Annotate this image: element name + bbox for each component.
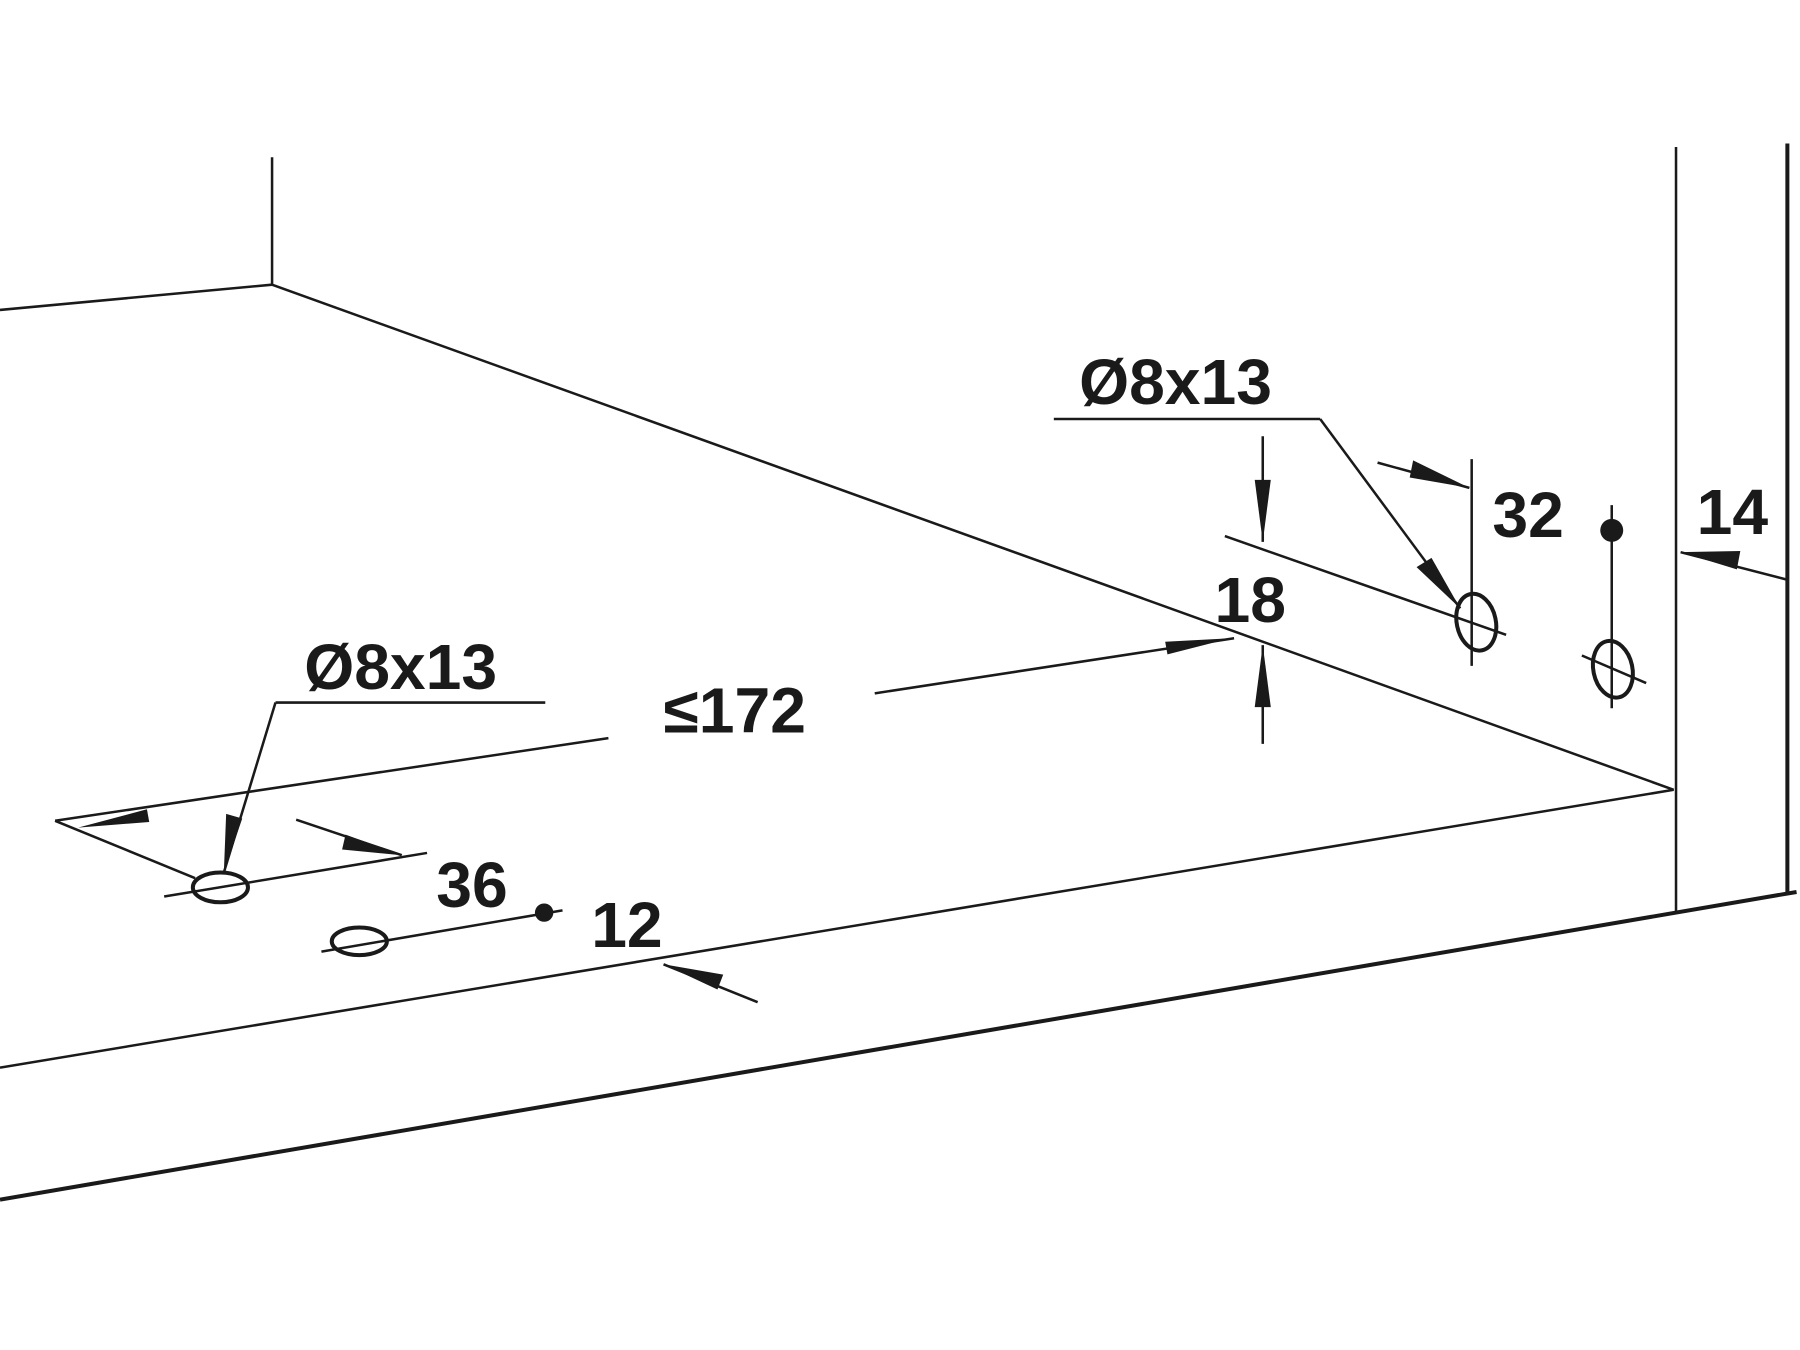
panel-offset-dimension: 14 [1680,476,1788,581]
arrow-left-icon [1680,551,1741,570]
bore-hole-icon [190,870,250,905]
arrow-right-icon [1409,460,1470,488]
shelf-back-edge [271,283,1675,791]
back-wall-bottom [0,283,273,312]
arrow-up-icon [1254,645,1271,708]
offset-12-label: 12 [591,889,662,961]
offset-36-label: 36 [436,849,507,921]
leader-arrow-icon [223,813,243,873]
bore-right-label: Ø8x13 [1079,346,1272,418]
arrow-left-icon [663,964,724,990]
leader-arrow-icon [1416,557,1461,609]
offset-32-label: 32 [1492,479,1563,551]
base-front-edge [0,889,1797,1202]
arrow-left-icon [78,809,150,828]
right-bore-callout: Ø8x13 32 [1053,346,1564,666]
panel-14-label: 14 [1697,476,1769,548]
bore-hole-icon [1590,638,1635,700]
center-dot-icon [534,903,554,922]
thickness-label: 18 [1215,564,1286,636]
max-depth-label: ≤172 [664,674,807,746]
arrow-down-icon [1254,479,1271,542]
thickness-dimension: 18 [1215,436,1507,744]
shelf-front-edge [0,788,1674,1069]
depth-dimension: ≤172 [54,637,1235,880]
right-second-bore [1581,505,1647,709]
left-bore-callout: Ø8x13 36 12 [163,631,759,1004]
arrow-right-icon [342,834,402,856]
bore-left-label: Ø8x13 [304,631,497,703]
cabinet-outline [0,143,1797,1202]
arrow-right-icon [1165,638,1231,655]
bore-hole-icon [1454,591,1499,653]
